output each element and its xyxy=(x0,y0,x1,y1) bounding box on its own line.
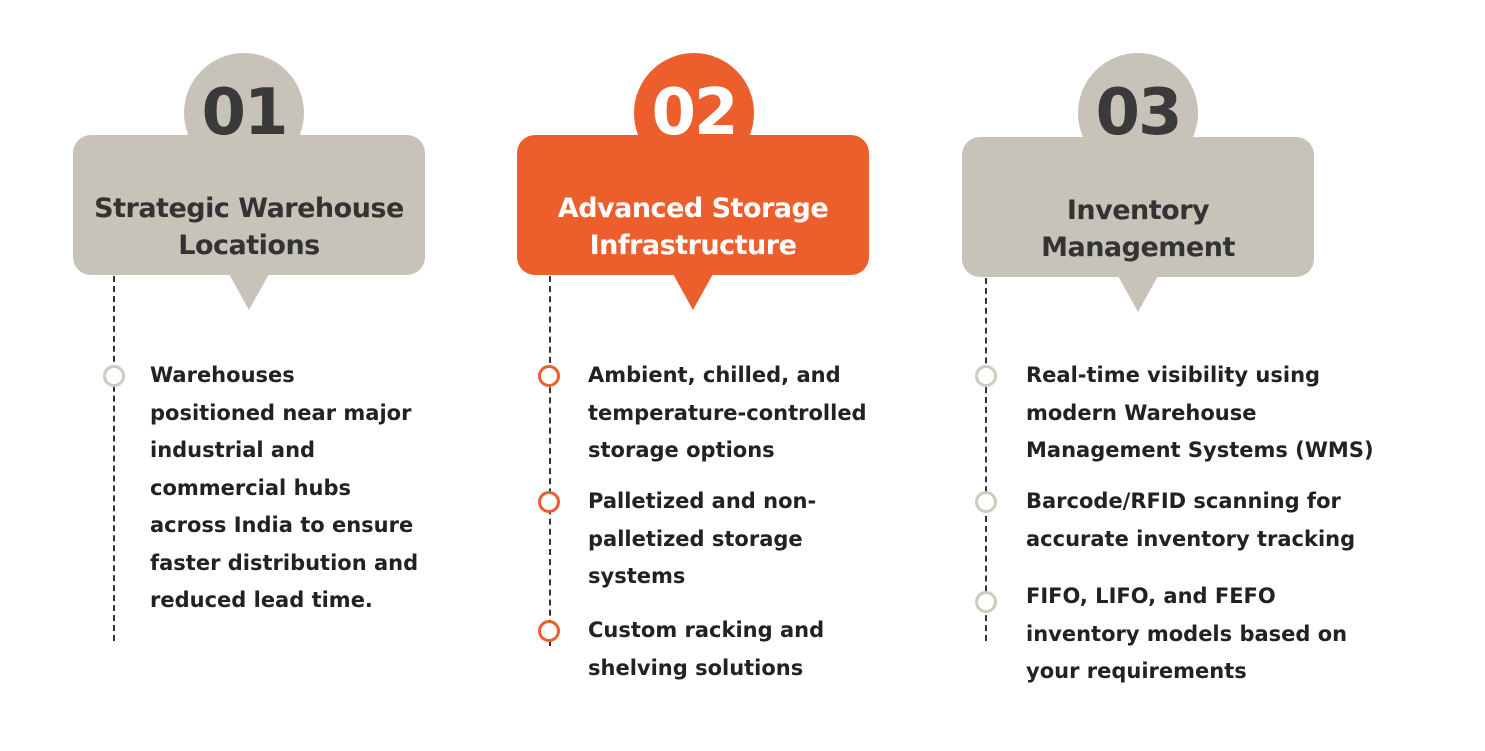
bullet-marker-3-2 xyxy=(975,491,997,513)
step-title-box-1: Strategic Warehouse Locations xyxy=(73,135,425,275)
step-title-line2-3: Management xyxy=(1041,232,1235,263)
step-pointer-2 xyxy=(673,274,713,310)
step-column-1: 01 Strategic Warehouse Locations Warehou… xyxy=(0,0,480,751)
step-title-line1-1: Strategic Warehouse xyxy=(94,193,404,224)
bullet-text-2-3: Custom racking and shelving solutions xyxy=(588,618,825,680)
bullet-text-2-1: Ambient, chilled, and temperature-contro… xyxy=(588,363,867,462)
bullet-marker-2-2 xyxy=(538,491,560,513)
timeline-dashed-line-2 xyxy=(549,276,551,646)
step-pointer-3 xyxy=(1118,276,1158,312)
step-column-3: 03 Inventory Management Real-time visibi… xyxy=(960,0,1485,751)
step-pointer-1 xyxy=(229,274,269,310)
timeline-dashed-line-1 xyxy=(113,276,115,641)
bullet-text-2-2: Palletized and non-palletized storage sy… xyxy=(588,489,817,588)
bullet-text-3-1: Real-time visibility using modern Wareho… xyxy=(1026,363,1374,462)
bullet-marker-1-1 xyxy=(103,365,125,387)
step-column-2: 02 Advanced Storage Infrastructure Ambie… xyxy=(480,0,960,751)
timeline-dashed-line-3 xyxy=(985,278,987,641)
bullet-text-3-3: FIFO, LIFO, and FEFO inventory models ba… xyxy=(1026,584,1348,683)
step-title-box-2: Advanced Storage Infrastructure xyxy=(517,135,869,275)
step-title-box-3: Inventory Management xyxy=(962,137,1314,277)
bullet-marker-3-1 xyxy=(975,365,997,387)
step-title-line2-2: Infrastructure xyxy=(589,230,797,261)
bullet-marker-2-1 xyxy=(538,365,560,387)
step-title-line1-2: Advanced Storage xyxy=(557,193,829,224)
bullet-text-3-2: Barcode/RFID scanning for accurate inven… xyxy=(1026,489,1356,551)
bullet-text-1-1: Warehouses positioned near major industr… xyxy=(150,363,419,612)
bullet-marker-3-3 xyxy=(975,591,997,613)
step-title-line1-3: Inventory xyxy=(1066,195,1210,226)
bullet-marker-2-3 xyxy=(538,620,560,642)
step-title-line2-1: Locations xyxy=(178,230,320,261)
